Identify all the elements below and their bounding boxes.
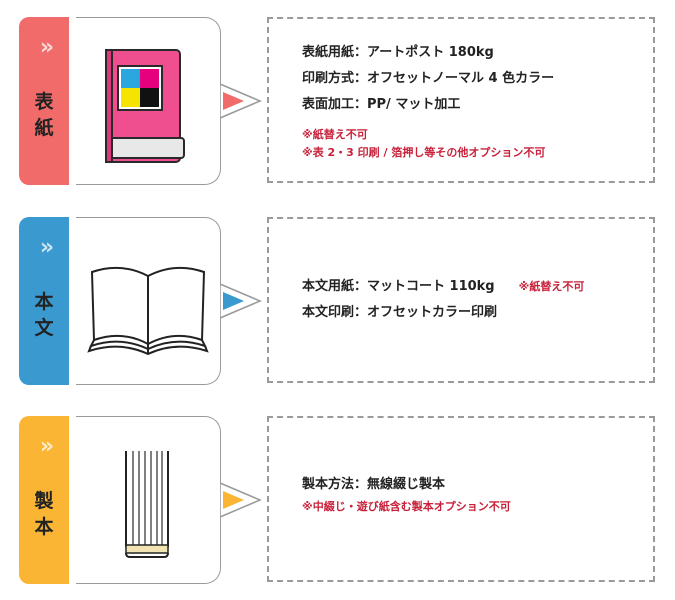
book-spine-icon [125, 451, 169, 558]
body-spec-box: 本文用紙：マットコート 110kg ※紙替え不可 本文印刷：オフセットカラー印刷 [267, 217, 655, 383]
binding-label-tab: » 製本 [19, 416, 69, 584]
spec-note: ※表 2・3 印刷 / 箔押し等その他オプション不可 [302, 146, 546, 159]
cover-spec-box: 表紙用紙：アートポスト 180kg 印刷方式：オフセットノーマル 4 色カラー … [267, 17, 655, 183]
cover-label-tab: » 表紙 [19, 17, 69, 185]
spec-note: ※中綴じ・遊び紙含む製本オプション不可 [302, 500, 511, 513]
spec-line: 本文用紙：マットコート 110kg ※紙替え不可 [302, 274, 584, 300]
body-label: 本文 [34, 291, 54, 339]
chevron-icon: » [39, 434, 54, 459]
section-binding: » 製本 製本方法：無線綴じ製本 ※中綴じ・遊び紙含む製本オプション不可 [19, 416, 659, 584]
spec-line: 表面加工：PP/ マット加工 [302, 97, 461, 112]
spec-line: 表紙用紙：アートポスト 180kg [302, 45, 494, 60]
spec-note: ※紙替え不可 [518, 280, 585, 293]
open-book-icon [87, 266, 209, 356]
pointer-arrow-icon [220, 482, 262, 518]
spec-line: 製本方法：無線綴じ製本 [302, 477, 446, 492]
chevron-icon: » [39, 35, 54, 60]
section-body: » 本文 本文用紙：マットコート 110kg ※紙替え不可 本文印刷：オフセットカ… [19, 217, 659, 385]
body-icon-box [76, 217, 221, 385]
cover-label: 表紙 [34, 91, 54, 139]
pointer-arrow-icon [220, 283, 262, 319]
spec-line-text: 本文用紙：マットコート 110kg [302, 279, 495, 294]
spec-note: ※紙替え不可 [302, 128, 368, 141]
cover-icon-box [76, 17, 221, 185]
spec-line: 印刷方式：オフセットノーマル 4 色カラー [302, 71, 555, 86]
binding-label: 製本 [34, 490, 54, 538]
binding-icon-box [76, 416, 221, 584]
book-cmyk-icon [105, 49, 185, 163]
section-cover: » 表紙 表紙用紙：アートポスト 180kg 印刷方式：オフセットノーマル 4 … [19, 17, 659, 185]
spec-line: 本文印刷：オフセットカラー印刷 [302, 305, 498, 320]
pointer-arrow-icon [220, 83, 262, 119]
binding-spec-box: 製本方法：無線綴じ製本 ※中綴じ・遊び紙含む製本オプション不可 [267, 416, 655, 582]
body-label-tab: » 本文 [19, 217, 69, 385]
chevron-icon: » [39, 235, 54, 260]
